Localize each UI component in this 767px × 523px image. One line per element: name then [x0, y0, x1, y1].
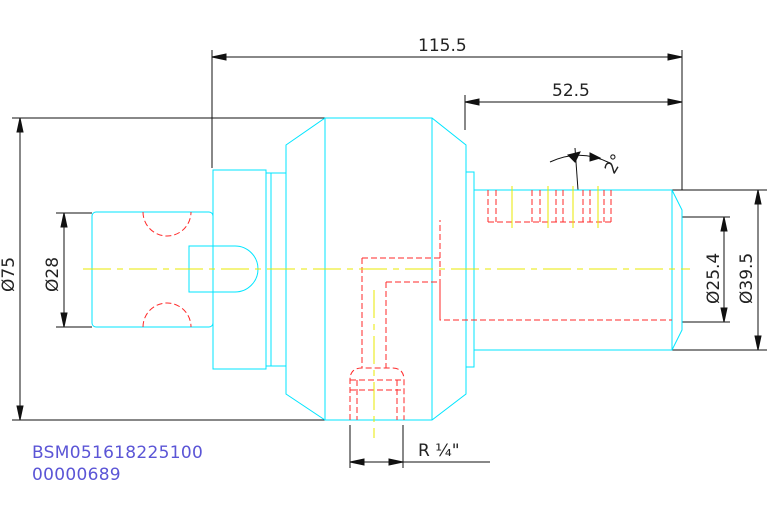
shank-diameter-label: Ø39.5	[737, 253, 757, 304]
dimension-lines	[12, 50, 767, 468]
overall-length-label: 115.5	[418, 36, 467, 56]
hidden-lines	[142, 190, 672, 420]
port-thread-label: R ¼"	[418, 441, 460, 461]
shank-length-label: 52.5	[552, 81, 590, 101]
part-code-primary: BSM051618225100	[32, 443, 204, 463]
tail-diameter-label: Ø28	[43, 257, 63, 292]
center-lines	[83, 186, 690, 438]
body-diameter-label: Ø75	[0, 257, 19, 292]
taper-angle-label: 2°	[601, 151, 628, 178]
part-code-secondary: 00000689	[32, 465, 121, 485]
bore-diameter-label: Ø25.4	[704, 253, 724, 304]
